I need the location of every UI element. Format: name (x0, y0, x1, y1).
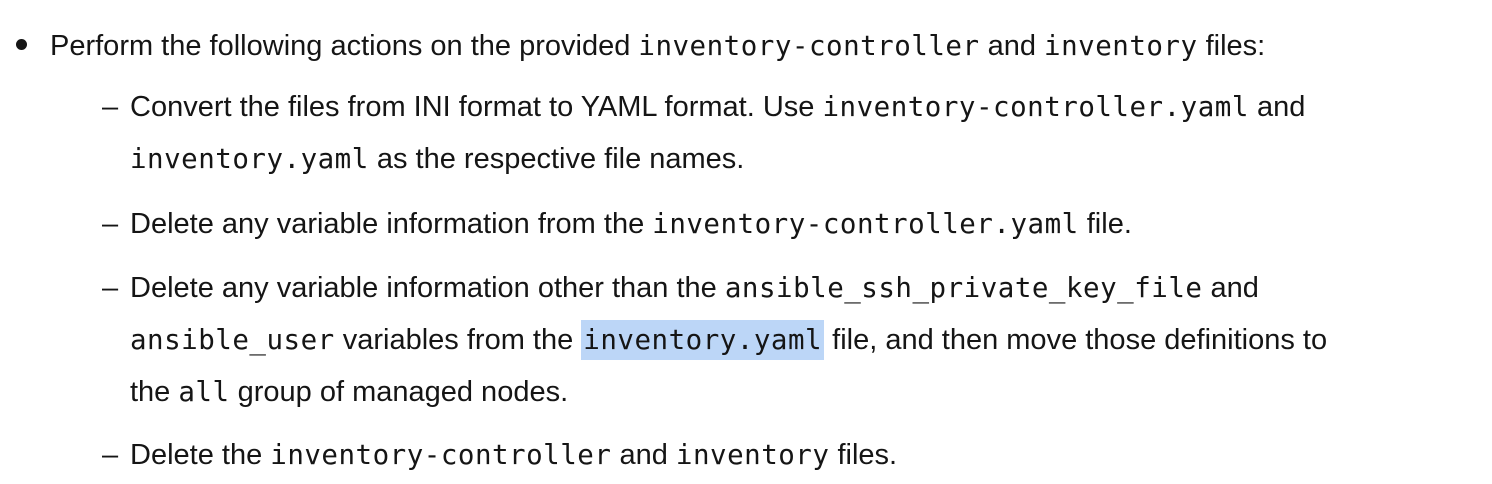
text: Delete any variable information other th… (130, 272, 725, 304)
dash-icon: – (102, 91, 119, 123)
highlighted-code-filename: inventory.yaml (581, 320, 825, 360)
bullet-icon (16, 39, 27, 50)
sublist-item-continued: ansible_user variables from the inventor… (130, 320, 1327, 360)
text: file. (1078, 208, 1132, 240)
text: Perform the following actions on the pro… (50, 30, 639, 62)
code-filename: inventory-controller (270, 439, 612, 471)
code-filename: inventory (675, 439, 830, 471)
sublist-item-continued: inventory.yaml as the respective file na… (130, 139, 744, 179)
sublist-item: Delete any variable information from the… (130, 204, 1132, 244)
dash-icon: – (102, 272, 119, 304)
text: Convert the files from INI format to YAM… (130, 91, 823, 123)
text: and (1248, 91, 1306, 123)
code-group: all (178, 376, 230, 408)
text: files. (829, 439, 898, 471)
dash-icon: – (102, 439, 119, 471)
sublist-item-continued: the all group of managed nodes. (130, 372, 568, 412)
text: group of managed nodes. (229, 376, 569, 408)
dash-icon: – (102, 208, 119, 240)
code-filename: inventory-controller.yaml (652, 208, 1079, 240)
text: and (1202, 272, 1259, 304)
code-variable: ansible_user (130, 324, 335, 356)
sublist-item: Delete the inventory-controller and inve… (130, 435, 897, 475)
list-item: Perform the following actions on the pro… (50, 26, 1265, 66)
text: Delete any variable information from the (130, 208, 653, 240)
sublist-item: Delete any variable information other th… (130, 268, 1259, 308)
text: files: (1197, 30, 1266, 62)
code-filename: inventory-controller.yaml (822, 91, 1249, 123)
text: and (979, 30, 1045, 62)
text: file, and then move those definitions to (824, 324, 1328, 356)
code-filename: inventory-controller (638, 30, 980, 62)
code-filename: inventory.yaml (130, 143, 369, 175)
text: variables from the (334, 324, 582, 356)
text: Delete the (130, 439, 271, 471)
sublist-item: Convert the files from INI format to YAM… (130, 87, 1305, 127)
text: as the respective file names. (368, 143, 745, 175)
text: and (611, 439, 676, 471)
text: the (130, 376, 179, 408)
code-filename: inventory (1044, 30, 1198, 62)
code-variable: ansible_ssh_private_key_file (724, 272, 1203, 304)
